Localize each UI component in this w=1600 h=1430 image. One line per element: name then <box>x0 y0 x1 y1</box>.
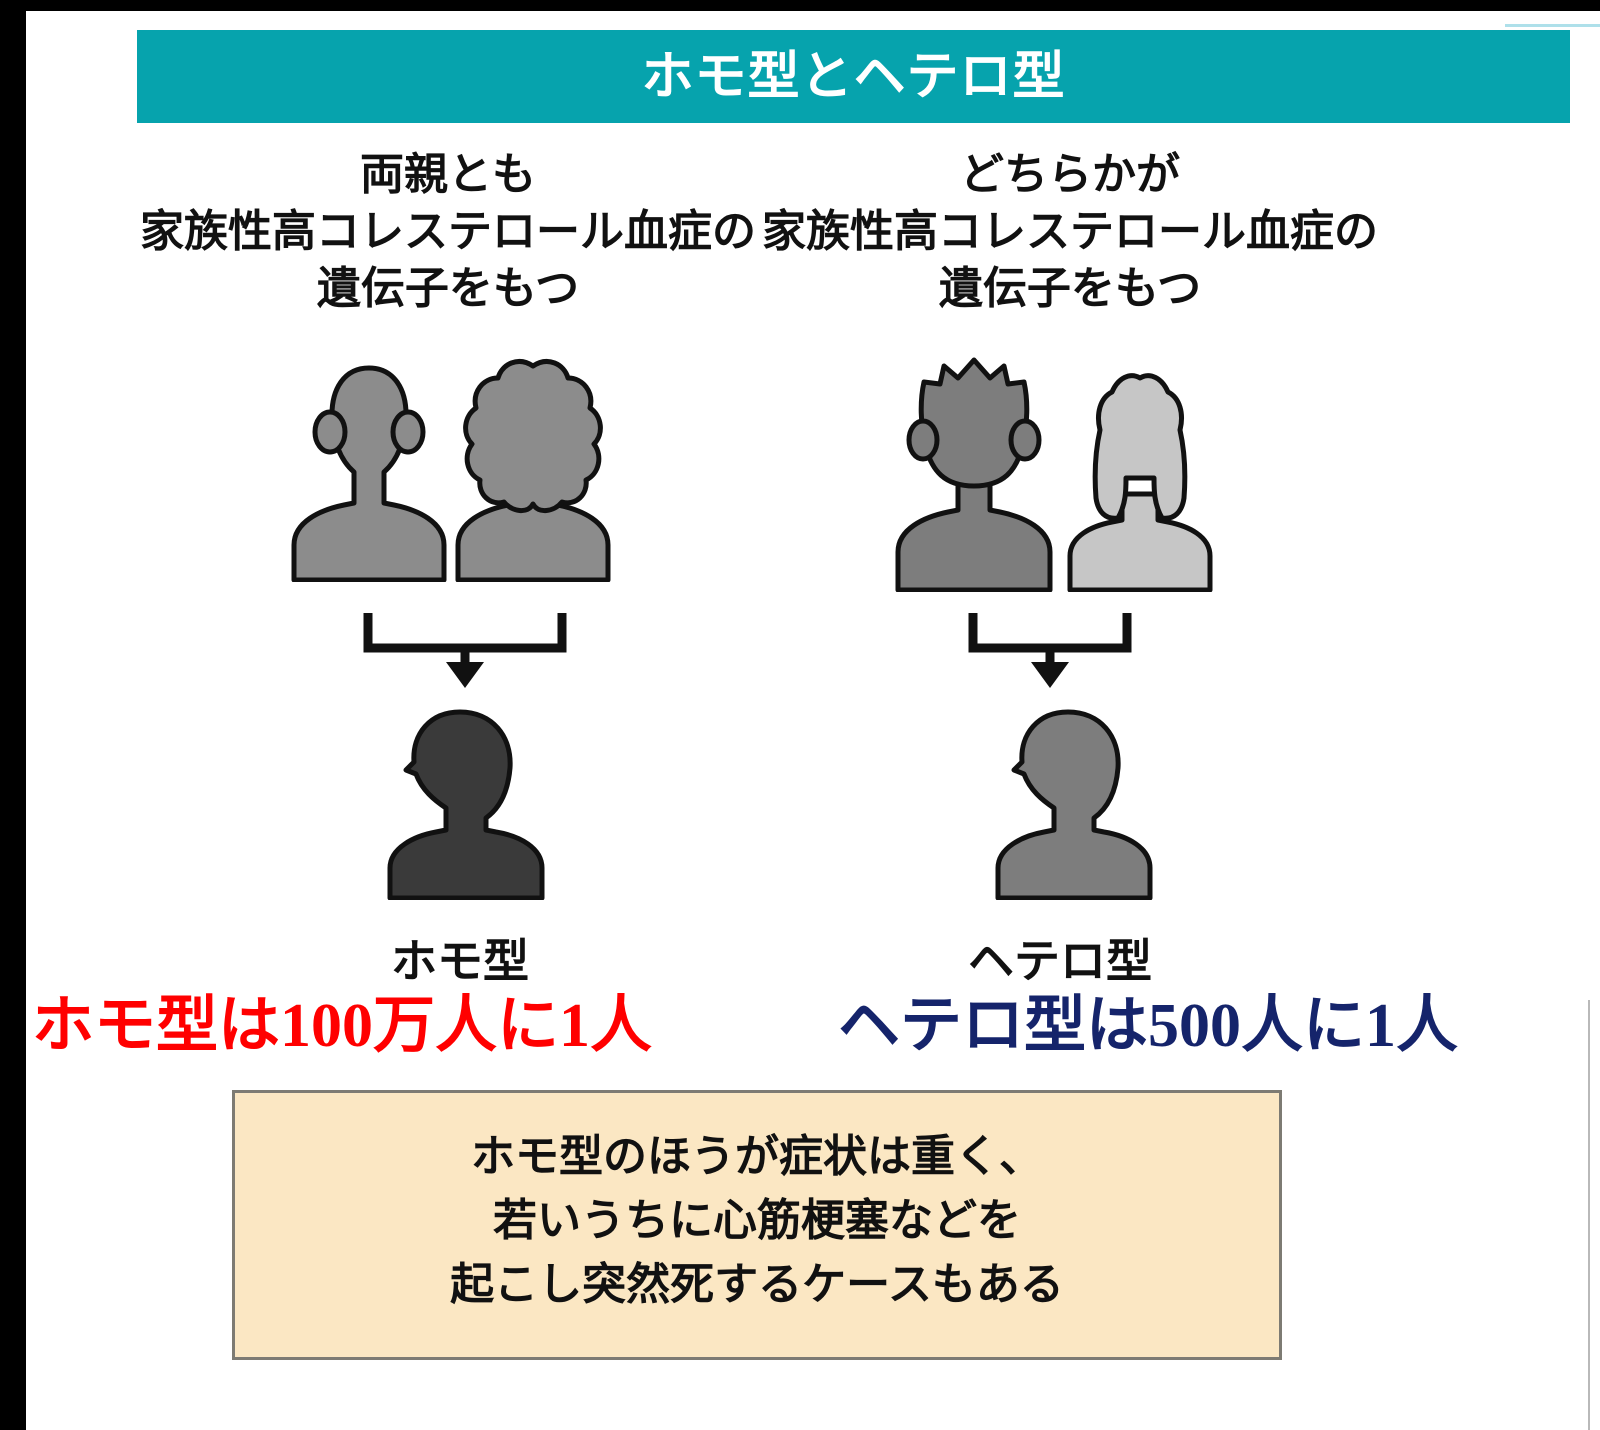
person-female-wavy-icon <box>455 359 611 582</box>
page-title: ホモ型とヘテロ型 <box>641 47 1066 106</box>
label-heterozygous-type: ヘテロ型 <box>968 935 1152 987</box>
parents-homozygous-svg <box>291 359 611 582</box>
person-male-icon <box>291 365 447 582</box>
cyan-rule-decoration <box>1505 24 1600 27</box>
caption-heterozygous: どちらかが 家族性高コレステロール血症の 遺伝子をもつ <box>762 150 1378 313</box>
bracket-down-arrow-icon <box>968 613 1132 688</box>
label-homozygous-type: ホモ型 <box>391 935 529 987</box>
parents-homozygous <box>272 352 622 582</box>
title-banner: ホモ型とヘテロ型 <box>137 30 1570 123</box>
bracket-down-arrow-heterozygous <box>960 600 1140 695</box>
bracket-down-arrow-icon <box>363 613 567 688</box>
prevalence-heterozygous: ヘテロ型は500人に1人 <box>838 992 1459 1060</box>
top-edge-black-bar <box>26 0 1600 11</box>
person-child-icon <box>995 709 1153 901</box>
parents-heterozygous <box>878 352 1228 592</box>
prevalence-homozygous: ホモ型は100万人に1人 <box>32 992 653 1060</box>
note-box: ホモ型のほうが症状は重く、 若いうちに心筋梗塞などを 起こし突然死するケースもあ… <box>232 1090 1282 1360</box>
parents-heterozygous-svg <box>895 357 1213 592</box>
left-edge-black-bar <box>0 0 26 1430</box>
child-homozygous <box>372 700 552 905</box>
note-box-text: ホモ型のほうが症状は重く、 若いうちに心筋梗塞などを 起こし突然死するケースもあ… <box>450 1132 1064 1309</box>
bracket-down-arrow-homozygous <box>355 600 575 695</box>
person-child-icon <box>387 709 545 901</box>
person-male-spiky-icon <box>895 357 1053 592</box>
person-female-long-icon <box>1067 373 1213 592</box>
child-heterozygous <box>980 700 1160 905</box>
caption-homozygous: 両親とも 家族性高コレステロール血症の 遺伝子をもつ <box>140 150 756 313</box>
right-edge-vertical-rule <box>1588 1000 1590 1430</box>
